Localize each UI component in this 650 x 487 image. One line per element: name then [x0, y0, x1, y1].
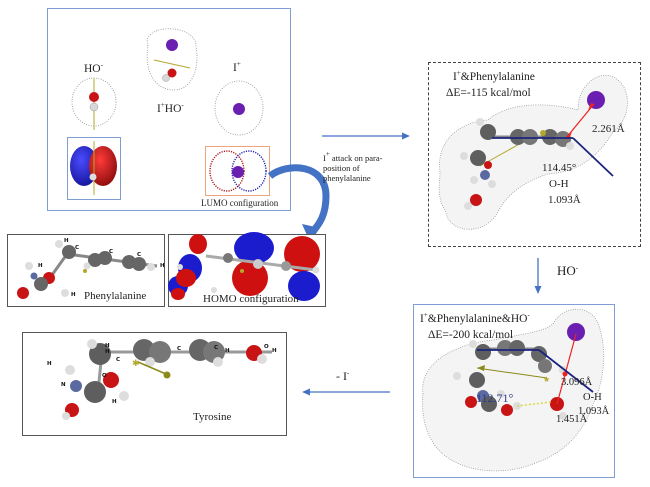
atom-label-h: H — [47, 361, 52, 367]
atom-label-h: H — [38, 263, 43, 269]
atom-label-o: O — [264, 344, 269, 350]
atom-label-h: H — [160, 263, 165, 269]
step-ho-label: HO- — [557, 263, 579, 278]
complex1-energy: ΔE=-115 kcal/mol — [446, 87, 531, 99]
iho-complex-label: I+HO- — [157, 101, 184, 116]
complex1-molecule — [438, 74, 628, 230]
iodine-cation-molecule — [214, 80, 264, 136]
atom-label-n: N — [61, 382, 66, 388]
atom-label-c: C — [116, 357, 120, 363]
complex1-oh-label: O-H — [549, 178, 569, 190]
atom-label-c: C — [214, 345, 218, 351]
tyrosine-label: Tyrosine — [193, 411, 232, 423]
atom-label-c: C — [75, 245, 79, 251]
atom-label-o: O — [102, 373, 107, 379]
atom-label-h: H — [105, 343, 110, 349]
complex2-i-distance: 3.096Å — [561, 377, 593, 388]
complex2-energy: ΔE=-200 kcal/mol — [428, 329, 514, 341]
homo-orbital-molecule — [168, 232, 320, 301]
lumo-configuration-label: LUMO configuration — [201, 198, 279, 208]
atom-label-h: H — [225, 348, 230, 354]
step-minus-i-label: - I- — [336, 369, 350, 383]
atom-label-h: H — [64, 238, 69, 244]
iodine-cation-label: I+ — [233, 60, 241, 75]
ho-anion-label: HO- — [84, 61, 103, 76]
atom-label-c: C — [137, 252, 141, 258]
atom-label-h: H — [71, 292, 76, 298]
centroid-marker-icon: ★ — [543, 375, 550, 384]
complex1-title: I+&Phenylalanine — [453, 69, 535, 84]
complex2-oh-label: O-H — [583, 392, 602, 403]
complex2-molecule: ★ — [422, 308, 605, 472]
arrow-down-ho — [534, 258, 542, 294]
ho-orbital-lobes — [70, 141, 117, 195]
ho-anion-molecule — [71, 77, 117, 130]
complex2-angle: 112.71° — [476, 391, 514, 405]
centroid-marker-icon: ✱ — [132, 358, 140, 368]
atom-label-h: H — [105, 349, 110, 355]
curved-arrow — [267, 164, 330, 242]
atom-label-h: H — [272, 348, 277, 354]
tyrosine-molecule: ✱ H H C C C H O H H N O H — [47, 339, 277, 420]
complex1-bond-distance: 2.261Å — [592, 123, 625, 135]
lumo-orbital-lobes — [209, 150, 267, 192]
attack-note: I+ attack on para-position of phenylalan… — [323, 150, 383, 184]
complex2-oh-distance: 1.093Å — [578, 406, 610, 417]
phenylalanine-label: Phenylalanine — [84, 290, 147, 302]
complex2-title: I+&Phenylalanine&HO- — [420, 311, 530, 326]
arrow-left-minus-i — [302, 388, 390, 396]
complex1-oh-distance: 1.093Å — [548, 194, 581, 206]
complex1-angle: 114.45° — [542, 162, 577, 174]
atom-label-h: H — [112, 399, 117, 405]
complex2-co-distance: 1.451Å — [556, 414, 588, 425]
atom-label-c: C — [177, 346, 181, 352]
atom-label-c: C — [109, 249, 113, 255]
iho-complex-molecule — [146, 28, 198, 91]
phenylalanine-molecule: H H C C C H H — [17, 238, 165, 299]
homo-configuration-label: HOMO configuration — [203, 293, 299, 305]
arrow-to-complex1 — [322, 132, 410, 140]
